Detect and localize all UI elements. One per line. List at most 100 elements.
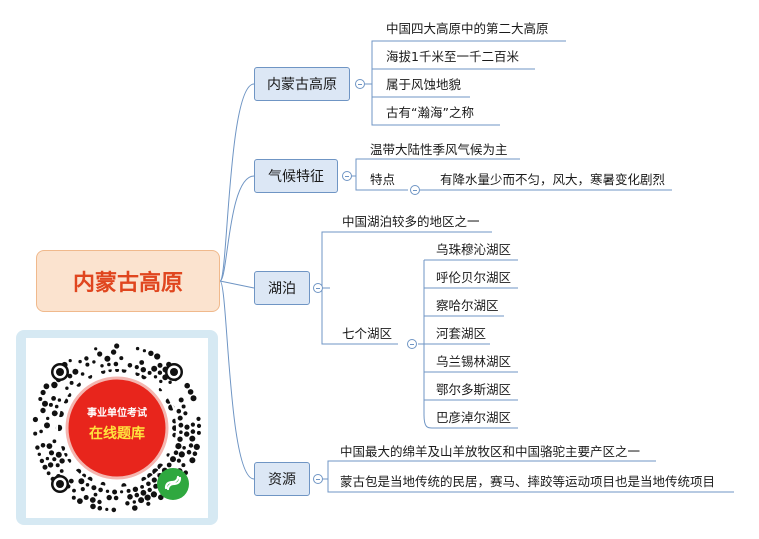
- qr-dot: [196, 430, 201, 435]
- lake-region: 察哈尔湖区: [436, 298, 499, 313]
- qr-dot: [93, 492, 98, 497]
- qr-code[interactable]: 事业单位考试 在线题库: [26, 338, 208, 518]
- qr-dot: [178, 451, 185, 458]
- qr-dot: [97, 351, 103, 357]
- qr-dot: [38, 397, 43, 401]
- qr-dot: [190, 395, 197, 402]
- qr-dot: [107, 362, 111, 367]
- branch-resources[interactable]: 资源: [254, 462, 310, 496]
- qr-dot: [140, 489, 147, 496]
- qr-dot: [119, 356, 124, 361]
- plateau-item-3: 属于风蚀地貌: [386, 77, 462, 92]
- collapse-toggle-icon[interactable]: [355, 79, 365, 89]
- qr-dot: [52, 457, 57, 462]
- qr-dot: [132, 505, 138, 511]
- qr-dot: [51, 410, 58, 417]
- qr-dot: [65, 386, 69, 390]
- qr-dot: [157, 370, 163, 375]
- qr-dot: [170, 456, 176, 463]
- qr-dot: [48, 402, 53, 407]
- qr-dot: [72, 368, 79, 375]
- qr-dot: [177, 415, 183, 421]
- qr-dot: [83, 495, 89, 500]
- qr-dot: [68, 478, 74, 484]
- qr-dot: [46, 416, 50, 421]
- qr-dot: [196, 423, 202, 428]
- qr-dot: [166, 462, 172, 468]
- qr-dot: [47, 462, 54, 468]
- qr-dot: [151, 477, 157, 483]
- qr-dot: [132, 486, 139, 492]
- qr-dot: [125, 501, 130, 506]
- qr-dot: [150, 491, 157, 498]
- collapse-toggle-icon[interactable]: [313, 474, 323, 484]
- qr-dot: [179, 430, 183, 434]
- lake-region: 巴彦淖尔湖区: [436, 410, 512, 425]
- qr-dot: [182, 446, 186, 450]
- qr-dot: [187, 389, 194, 395]
- qr-dot: [57, 398, 62, 402]
- qr-dot: [138, 497, 145, 504]
- qr-pattern: 事业单位考试 在线题库: [32, 343, 202, 513]
- qr-dot: [159, 379, 163, 384]
- qr-dot: [176, 408, 182, 414]
- qr-dot: [80, 487, 85, 492]
- qr-dot: [33, 431, 38, 436]
- collapse-toggle-icon[interactable]: [410, 185, 420, 195]
- qr-dot: [106, 494, 112, 501]
- qr-dot: [71, 495, 76, 500]
- qr-dot: [113, 361, 119, 367]
- qr-dot: [147, 487, 152, 493]
- collapse-toggle-icon[interactable]: [313, 283, 323, 293]
- qr-dot: [114, 343, 120, 349]
- qr-dot: [55, 463, 60, 468]
- plateau-item-2: 海拔1千米至一千二百米: [386, 49, 519, 64]
- qr-dot: [100, 364, 104, 368]
- lake-region: 乌兰锡林湖区: [436, 354, 512, 369]
- qr-dot: [113, 495, 119, 501]
- qr-badge-line1: 事业单位考试: [87, 406, 147, 419]
- lake-region: 鄂尔多斯湖区: [436, 382, 512, 397]
- qr-dot: [105, 507, 109, 511]
- resources-item-2: 蒙古包是当地传统的民居，赛马、摔跤等运动项目也是当地传统项目: [340, 474, 716, 489]
- qr-dot: [157, 362, 163, 368]
- qr-dot: [184, 431, 190, 437]
- qr-dot: [46, 443, 53, 449]
- qr-dot: [146, 481, 151, 487]
- qr-dot: [105, 489, 110, 493]
- qr-dot: [135, 346, 140, 351]
- qr-dot: [78, 478, 85, 485]
- qr-dot: [146, 501, 151, 506]
- qr-dot: [35, 445, 40, 450]
- qr-dot: [184, 424, 190, 430]
- qr-dot: [69, 380, 74, 385]
- qr-dot: [127, 363, 133, 368]
- branch-climate[interactable]: 气候特征: [254, 159, 338, 193]
- qr-dot: [134, 365, 139, 370]
- qr-dot: [42, 464, 48, 470]
- qr-badge-line2: 在线题库: [89, 425, 145, 442]
- qr-dot: [92, 360, 96, 364]
- qr-dot: [72, 488, 76, 493]
- qr-dot: [42, 400, 48, 407]
- qr-dot: [111, 507, 117, 513]
- qr-dot: [178, 422, 184, 428]
- collapse-toggle-icon[interactable]: [342, 171, 352, 181]
- lakes-group-label: 七个湖区: [342, 326, 393, 341]
- qr-dot: [181, 463, 186, 468]
- root-topic[interactable]: 内蒙古高原: [36, 250, 220, 312]
- qr-dot: [37, 452, 41, 456]
- qr-dot: [44, 422, 50, 429]
- lake-region: 呼伦贝尔湖区: [436, 270, 512, 285]
- qr-dot: [193, 443, 200, 450]
- lake-region: 乌珠穆沁湖区: [436, 242, 512, 257]
- qr-dot: [98, 487, 103, 493]
- branch-lakes[interactable]: 湖泊: [254, 271, 310, 305]
- resources-item-1: 中国最大的绵羊及山羊放牧区和中国骆驼主要产区之一: [340, 444, 641, 459]
- qr-dot: [59, 458, 65, 464]
- qr-dot: [151, 365, 158, 372]
- qr-dot: [94, 347, 98, 351]
- branch-plateau[interactable]: 内蒙古高原: [254, 67, 350, 101]
- qr-dot: [181, 404, 186, 409]
- collapse-toggle-icon[interactable]: [407, 339, 417, 349]
